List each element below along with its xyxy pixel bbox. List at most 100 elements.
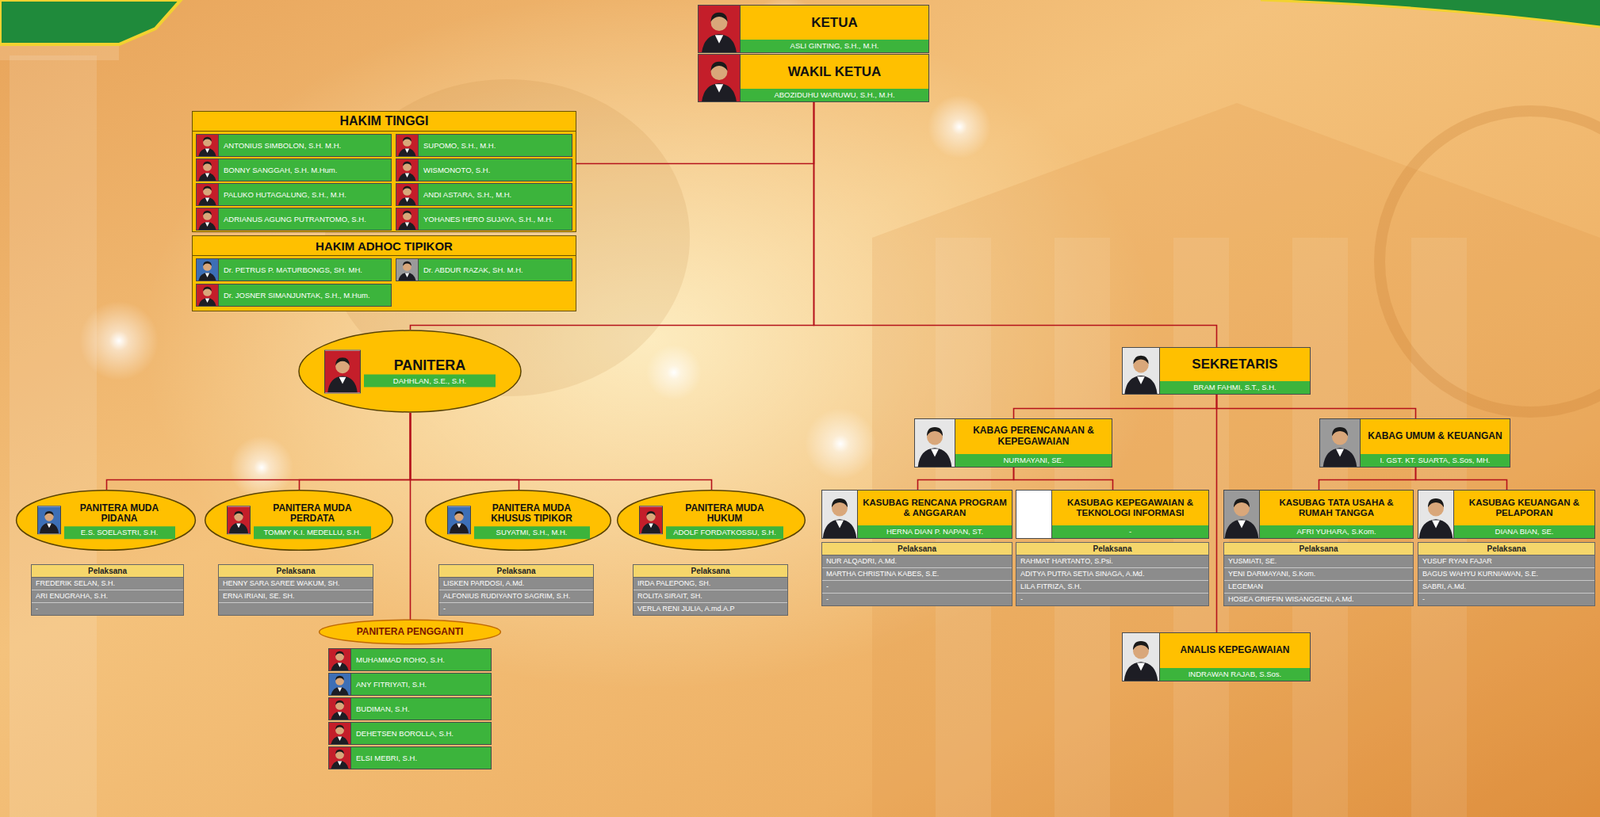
photo-suit [330,761,349,770]
table-header: Pelaksana [633,565,788,578]
portrait-image [447,507,471,535]
table-header: Pelaksana [1224,543,1413,556]
staff-name: RAHMAT HARTANTO, S.Psi. [1016,555,1209,569]
portrait-image [329,673,351,696]
staff-name: - [1418,593,1595,606]
photo-ground [325,350,360,393]
portrait-photo [329,673,352,696]
portrait-image [396,208,418,230]
photo-ground [822,490,858,539]
table-header: Pelaksana [31,565,184,578]
staff-table: PelaksanaYUSMIATI, SE.YENI DARMAYANI, S.… [1223,542,1414,607]
photo-ground [227,507,250,535]
role-title: WAKIL KETUA [740,54,929,89]
table-header: Pelaksana [218,565,373,578]
ellipse-shape [205,490,394,551]
role-title: KASUBAG RENCANA PROGRAM & ANGGARAN [857,490,1012,526]
ellipse-shape [16,490,196,551]
member-box: YOHANES HERO SUJAYA, S.H., M.H. [395,207,573,231]
staff-name: LILA FITRIZA, S.H. [1016,581,1209,594]
photo-hair [711,12,728,23]
staff-table: PelaksanaHENNY SARA SAREE WAKUM, SH.ERNA… [218,564,374,617]
text-column: PANITERA MUDA HUKUMADOLF FORDATKOSSU, S.… [666,501,784,540]
ellipse-shape [617,490,806,551]
member-box: PALUKO HUTAGALUNG, S.H., M.H. [195,183,392,207]
role-title: KABAG UMUM & KEUANGAN [1360,419,1510,455]
staff-name: YENI DARMAYANI, S.Kom. [1224,568,1413,582]
staff-name: IRDA PALEPONG, SH. [633,577,788,591]
staff-name: ADITYA PUTRA SETIA SINAGA, A.Md. [1016,568,1209,582]
connector-line [107,413,411,490]
portrait-image [227,507,250,535]
photo-hair [1427,498,1444,508]
portrait-photo [822,490,858,539]
photo-hair [402,186,412,192]
text-column: KABAG UMUM & KEUANGANI. GST. KT. SUARTA,… [1360,419,1510,467]
ellipse-content: PANITERA MUDA KHUSUS TIPIKORSUYATMI, S.H… [447,501,590,540]
person-name: AFRI YUHARA, S.Kom. [1259,525,1413,539]
photo-ground [196,159,219,181]
person-name: ABOZIDUHU WARUWU, S.H., M.H. [740,88,929,102]
photo-hair [335,700,345,706]
photo-collar [339,376,347,384]
photo-collar [337,737,342,742]
photo-collar [648,524,654,529]
position-box: KABAG PERENCANAAN & KEPEGAWAIANNURMAYANI… [914,418,1113,468]
portrait-image [396,159,418,181]
person-name: Dr. PETRUS P. MATURBONGS, SH. MH. [218,259,391,281]
role-title: KASUBAG KEPEGAWAIAN & TEKNOLOGI INFORMAS… [1052,490,1209,526]
ellipse-content: PANITERA MUDA HUKUMADOLF FORDATKOSSU, S.… [639,501,784,540]
photo-hair [202,287,212,292]
role-title: PANITERA [363,355,496,376]
photo-suit [198,298,217,307]
photo-ground [38,507,61,535]
portrait-image [329,747,351,770]
building-roof [872,103,1600,817]
person-name: INDRAWAN RAJAB, S.Sos. [1159,668,1310,682]
portrait-image [38,507,61,535]
connector-line [1014,467,1114,490]
portrait-photo [1224,490,1260,539]
photo-hair [335,725,345,731]
position-ellipse: PANITERA MUDA KHUSUS TIPIKORSUYATMI, S.H… [424,489,613,552]
staff-name: BAGUS WAHYU KURNIAWAN, S.E. [1418,568,1595,582]
logo-shape [0,0,181,45]
photo-hair [1233,498,1250,508]
role-title: PANITERA MUDA KHUSUS TIPIKOR [474,501,590,528]
photo-hair [335,651,345,657]
position-box: KASUBAG KEUANGAN & PELAPORANDIANA BIAN, … [1417,489,1596,540]
staff-table: PelaksanaRAHMAT HARTANTO, S.Psi.ADITYA P… [1015,542,1210,607]
photo-ground [639,507,663,535]
member-box: Dr. PETRUS P. MATURBONGS, SH. MH. [195,258,392,282]
photo-collar [205,273,210,278]
portrait-photo [1122,348,1160,395]
portrait-image [1320,419,1360,467]
photo-hair [44,511,54,517]
photo-suit [1224,519,1260,539]
staff-name: - [31,603,184,616]
role-title: PANITERA PENGGANTI [340,625,480,640]
portrait-photo [914,419,956,467]
portrait-photo [37,506,62,536]
ellipse-content: PANITERA PENGGANTI [340,625,480,640]
photo-hair [402,137,412,142]
position-box: KABAG UMUM & KEUANGANI. GST. KT. SUARTA,… [1319,418,1511,468]
photo-collar [337,688,342,693]
portrait-image [1122,348,1160,395]
staff-name: LEGEMAN [1224,581,1413,594]
photo-ground [1418,490,1454,539]
photo-ground [329,649,351,671]
photo-ground [196,183,219,206]
person-name: - [1052,525,1209,539]
member-box: BONNY SANGGAH, S.H. M.Hum. [195,158,392,182]
staff-table: PelaksanaNUR ALQADRI, A.Md.MARTHA CHRIST… [821,542,1013,607]
photo-collar [715,34,724,43]
photo-collar [337,761,342,766]
person-name: E.S. SOELASTRI, S.H. [64,526,176,540]
portrait-image [196,183,219,206]
photo-collar [1136,376,1145,385]
photo-suit [198,222,217,230]
staff-table: PelaksanaIRDA PALEPONG, SH.ROLITA SIRAIT… [632,564,789,617]
portrait-photo [1122,633,1160,682]
photo-hair [335,676,345,682]
